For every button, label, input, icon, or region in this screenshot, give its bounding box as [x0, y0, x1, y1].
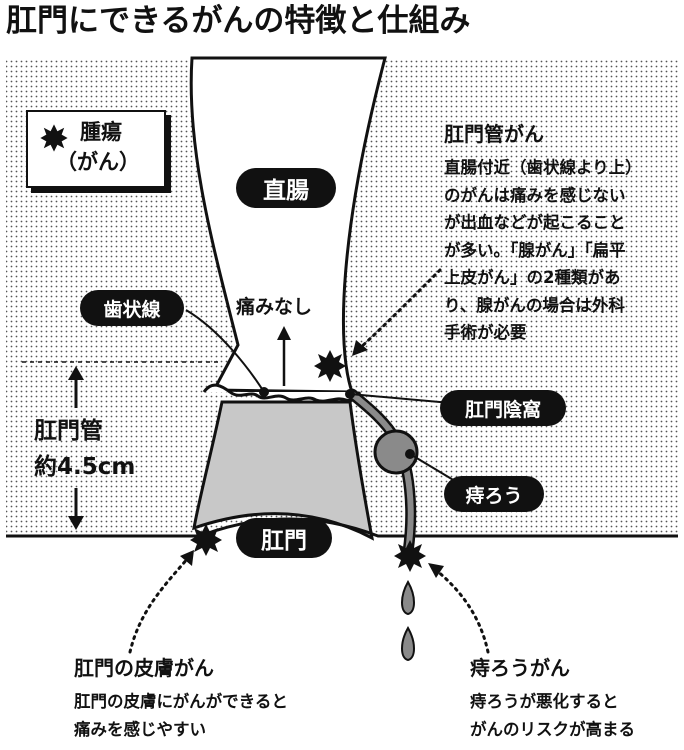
- fistula-cancer-arrow-head: [428, 563, 444, 578]
- tumor-star-icon: [314, 350, 346, 382]
- text-line: 痛みを感じやすい: [74, 719, 206, 739]
- dentate-leader: [185, 309, 265, 393]
- text-line: がんのリスクが高まる: [470, 719, 635, 739]
- fistula-dot: [405, 449, 415, 459]
- anal-skin-cancer-body: 肛門の皮膚にがんができると 痛みを感じやすい: [74, 688, 364, 743]
- text-line: が出血などが起こること: [444, 213, 626, 232]
- canal-length-label: 約4.5cm: [34, 454, 136, 480]
- canal-cancer-dotted-arrow: [358, 268, 442, 350]
- canal-cancer-arrow-head: [352, 340, 368, 356]
- anal-canal-cancer-title: 肛門管がん: [444, 122, 544, 146]
- tumor-star-icon: [394, 540, 426, 572]
- fistula-cancer-title: 痔ろうがん: [470, 656, 570, 680]
- dentate-line-label: 歯状線: [80, 290, 184, 326]
- text-line: が多い。「腺がん」「扁平: [444, 240, 626, 260]
- abscess-circle: [373, 429, 419, 475]
- anal-skin-cancer-title: 肛門の皮膚がん: [74, 656, 214, 680]
- text-line: 直腸付近（歯状線より上）: [444, 158, 642, 177]
- drop-1: [401, 579, 415, 616]
- fistula-cancer-dotted-arrow: [434, 568, 490, 654]
- anal-crypt-label: 肛門陰窩: [440, 390, 566, 426]
- anus-label: 肛門: [236, 518, 332, 558]
- fistula-label: 痔ろう: [444, 476, 544, 512]
- length-arrow-up-head: [68, 366, 84, 380]
- crypt-dot: [345, 389, 355, 399]
- text-line: り、腺がんの場合は外科: [444, 295, 625, 315]
- legend-label: 腫瘍: [80, 120, 122, 144]
- text-line: 手術が必要: [444, 323, 527, 342]
- page-title: 肛門にできるがんの特徴と仕組み: [6, 3, 471, 39]
- no-pain-label: 痛みなし: [236, 296, 313, 318]
- rectum-label: 直腸: [236, 168, 336, 208]
- dentate-line: [202, 383, 362, 403]
- canal-name-label: 肛門管: [34, 418, 103, 444]
- no-pain-arrow-head: [277, 326, 291, 340]
- anal-canal: [192, 400, 375, 541]
- tumor-star-icon: [190, 524, 222, 556]
- text-line: 痔ろうが悪化すると: [470, 692, 619, 711]
- legend-box: 腫瘍 （がん）: [26, 110, 166, 188]
- text-line: のがんは痛みを感じない: [444, 185, 626, 205]
- dentate-dot: [259, 387, 269, 397]
- outside-body-area: [6, 519, 678, 750]
- anal-canal-cancer-body: 直腸付近（歯状線より上） のがんは痛みを感じない が出血などが起こること が多い…: [444, 154, 680, 347]
- legend-sublabel: （がん）: [56, 150, 140, 174]
- fistula-cancer-body: 痔ろうが悪化すると がんのリスクが高まる: [470, 688, 680, 743]
- length-arrow-down-head: [68, 516, 84, 530]
- skin-cancer-dotted-arrow: [128, 556, 190, 654]
- drop-2: [401, 625, 415, 662]
- skin-cancer-arrow-head: [180, 550, 194, 566]
- text-line: 上皮がん」の2種類があ: [444, 268, 621, 287]
- text-line: 肛門の皮膚にがんができると: [74, 692, 288, 711]
